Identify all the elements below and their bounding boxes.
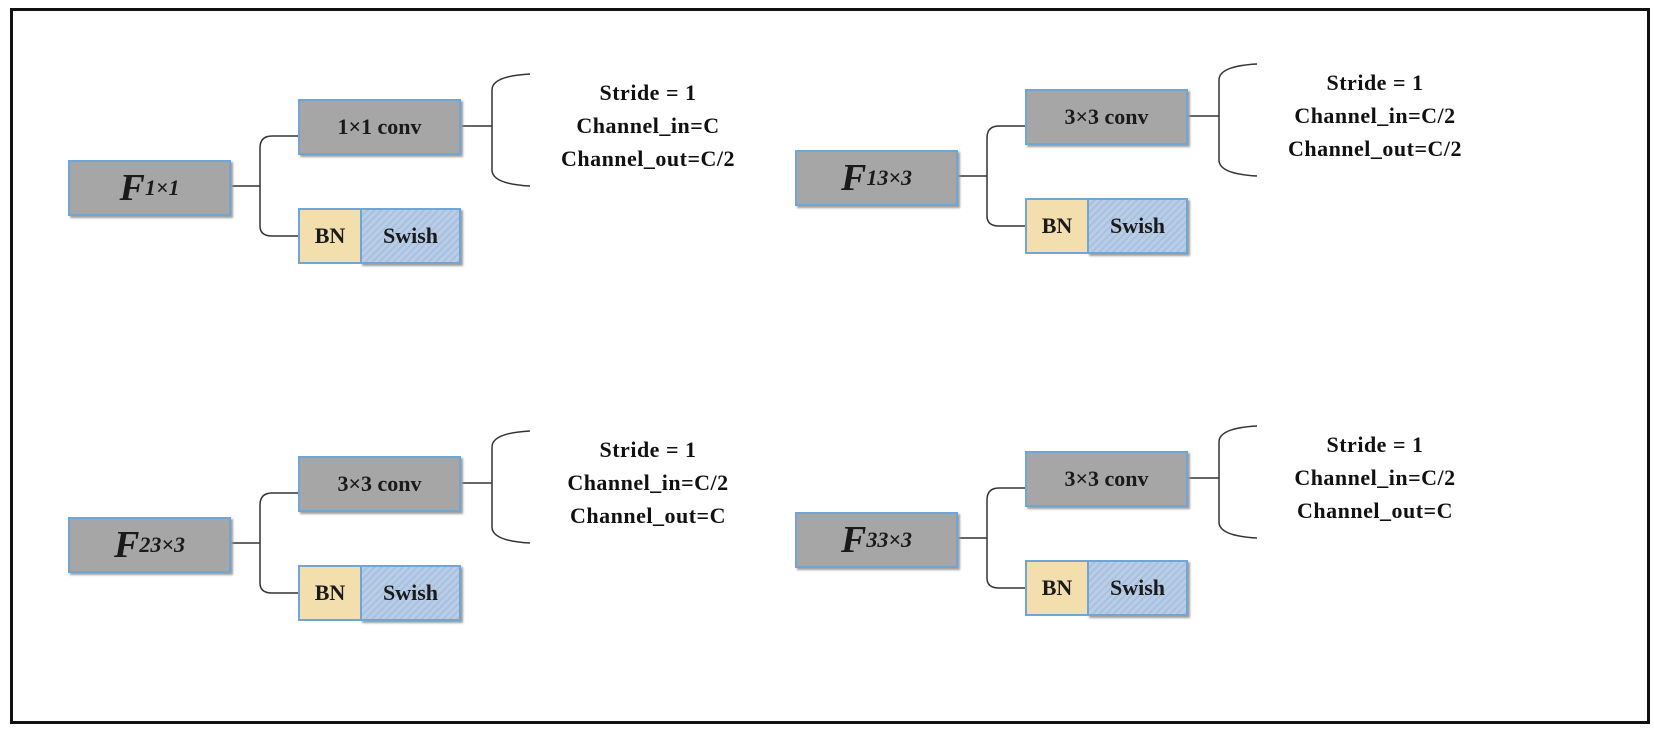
param-stride: Stride = 1: [599, 80, 697, 105]
swish-box: Swish: [360, 565, 461, 621]
conv-box: 3×3 conv: [1025, 451, 1188, 507]
param-channel-out: Channel_out=C: [570, 503, 726, 528]
connector-lines: [958, 425, 1258, 589]
f-main-label: F: [841, 157, 867, 199]
f-subscript: 1×1: [144, 175, 180, 200]
param-channel-in: Channel_in=C/2: [567, 470, 729, 495]
bn-box: BN: [298, 565, 362, 621]
conv-params: Stride = 1 Channel_in=C/2 Channel_out=C: [528, 433, 768, 532]
bn-box: BN: [1025, 198, 1089, 254]
f-superscript: 3: [866, 527, 878, 552]
f-superscript: 2: [139, 532, 151, 557]
swish-box: Swish: [1087, 198, 1188, 254]
param-stride: Stride = 1: [599, 437, 697, 462]
param-channel-out: Channel_out=C: [1297, 498, 1453, 523]
conv-box: 1×1 conv: [298, 99, 461, 155]
param-channel-in: Channel_in=C/2: [1294, 465, 1456, 490]
connector-lines: [958, 63, 1258, 227]
swish-box: Swish: [1087, 560, 1188, 616]
f-subscript: 3×3: [150, 532, 185, 557]
conv-box: 3×3 conv: [1025, 89, 1188, 145]
param-stride: Stride = 1: [1326, 432, 1424, 457]
conv-box: 3×3 conv: [298, 456, 461, 512]
bn-box: BN: [298, 208, 362, 264]
param-stride: Stride = 1: [1326, 70, 1424, 95]
param-channel-out: Channel_out=C/2: [1287, 136, 1463, 161]
connector-lines: [231, 73, 531, 237]
f-superscript: 1: [866, 165, 878, 190]
f-main-label: F: [841, 519, 867, 561]
bn-box: BN: [1025, 560, 1089, 616]
connector-lines: [231, 430, 531, 594]
param-channel-in: Channel_in=C: [576, 113, 720, 138]
f-subscript: 3×3: [877, 527, 912, 552]
f-main-label: F: [119, 167, 145, 209]
param-channel-out: Channel_out=C/2: [560, 146, 736, 171]
f-main-label: F: [114, 524, 140, 566]
swish-box: Swish: [360, 208, 461, 264]
conv-params: Stride = 1 Channel_in=C/2 Channel_out=C/…: [1255, 66, 1495, 165]
diagram-frame: [10, 8, 1650, 724]
conv-params: Stride = 1 Channel_in=C Channel_out=C/2: [528, 76, 768, 175]
param-channel-in: Channel_in=C/2: [1294, 103, 1456, 128]
f-subscript: 3×3: [877, 165, 912, 190]
conv-params: Stride = 1 Channel_in=C/2 Channel_out=C: [1255, 428, 1495, 527]
